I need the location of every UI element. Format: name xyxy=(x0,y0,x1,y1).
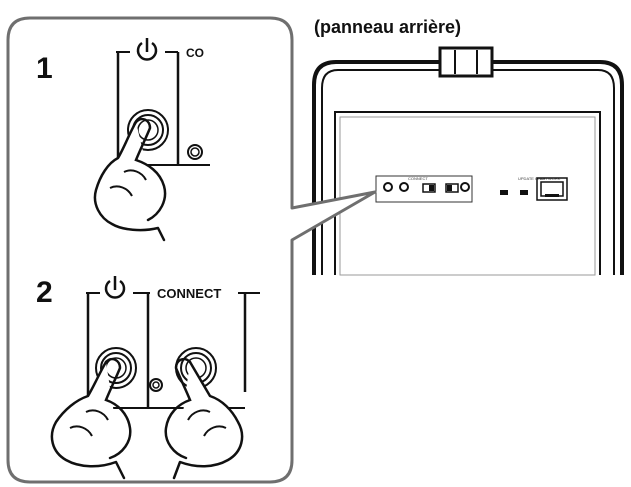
step-2: 2 CONNECT xyxy=(36,276,260,480)
rear-switch-1 xyxy=(422,183,436,193)
step-2-power-icon xyxy=(104,276,126,299)
rear-power-button xyxy=(383,182,393,192)
rear-panel-caption: (panneau arrière) xyxy=(314,17,461,37)
step-1: 1 CO xyxy=(36,38,210,242)
top-knob xyxy=(438,46,494,78)
step-2-left-hand xyxy=(50,357,132,480)
rear-label-update: UPDATE ONLY xyxy=(518,176,546,181)
step-1-pressing-hand xyxy=(93,117,167,242)
step-1-number: 1 xyxy=(36,52,53,85)
step-2-connect-label: CONNECT xyxy=(157,286,221,301)
rear-connect-button xyxy=(399,182,409,192)
rear-update-port xyxy=(520,190,528,195)
callout-frame xyxy=(6,16,377,484)
step-1-connect-label: CO xyxy=(186,46,204,60)
step-2-right-hand xyxy=(164,357,244,480)
step-2-number: 2 xyxy=(36,276,53,309)
rear-ethernet-port xyxy=(536,177,568,201)
step-1-connect-button xyxy=(187,144,203,160)
rear-label-connect: CONNECT xyxy=(408,176,428,181)
step-1-power-icon xyxy=(136,38,158,61)
rear-jack xyxy=(460,182,470,192)
device-rear-panel: CONNECT UPDATE ONLY NETWORK xyxy=(312,46,624,276)
step-2-indicator xyxy=(149,378,163,392)
rear-control-group: CONNECT UPDATE ONLY NETWORK xyxy=(375,175,561,203)
rear-usb-port xyxy=(500,190,508,195)
rear-switch-2 xyxy=(445,183,459,193)
